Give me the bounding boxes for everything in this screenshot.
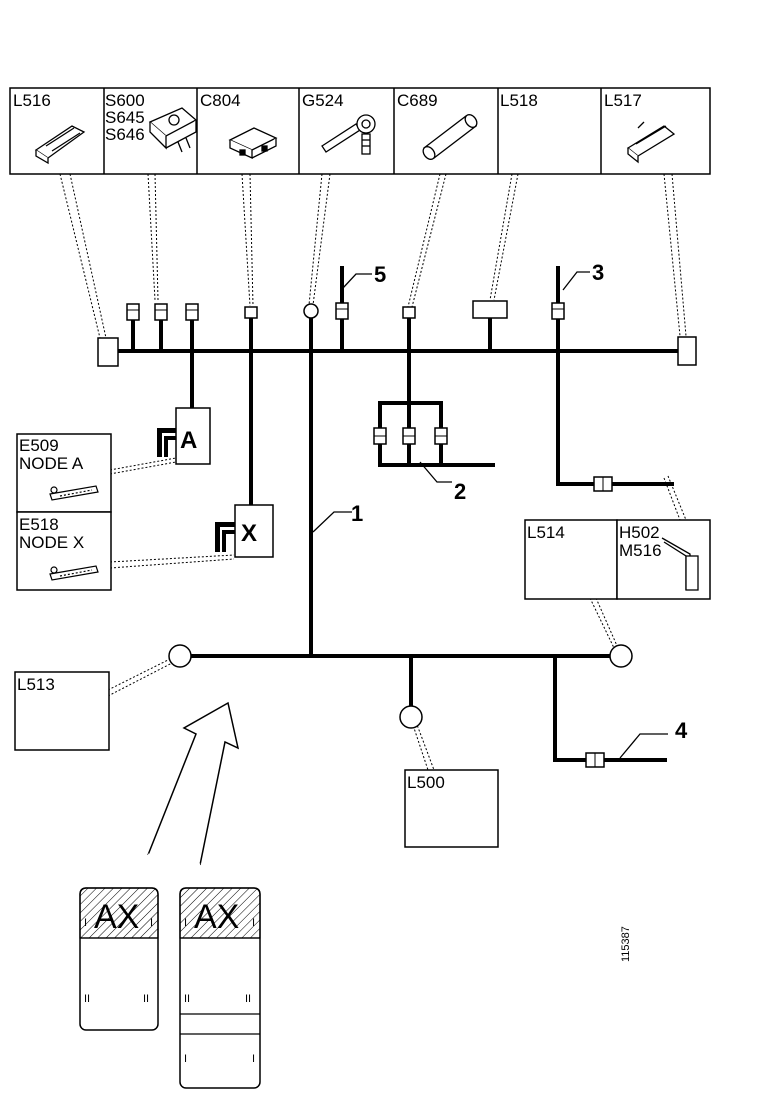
truck-view-2-roman-mid-right: II bbox=[245, 993, 251, 1005]
harness-wires bbox=[116, 266, 680, 762]
view-direction-arrow bbox=[147, 701, 240, 867]
truck-view-2-roman-rear-left: I bbox=[184, 1053, 187, 1065]
truck-view-1: AX I I II II bbox=[79, 887, 159, 1031]
truck-view-1-roman-rear-left: II bbox=[84, 993, 90, 1005]
connector-block-l516 bbox=[97, 337, 119, 367]
component-label-m516: M516 bbox=[619, 541, 662, 560]
branch-number-3: 3 bbox=[592, 260, 604, 285]
node-e518-code: E518 bbox=[19, 515, 59, 534]
truck-view-2: AX I I II II I I bbox=[179, 887, 261, 1089]
branch-number-callouts bbox=[312, 271, 668, 759]
truck-view-1-roman-front-left: I bbox=[84, 917, 87, 929]
switch-sketch-s600-icon bbox=[148, 107, 198, 153]
component-label-s646: S646 bbox=[105, 125, 145, 144]
branch-number-5: 5 bbox=[374, 262, 386, 287]
ground-eyelet-l514 bbox=[609, 644, 633, 668]
truck-view-1-roman-front-right: I bbox=[150, 917, 153, 929]
truck-view-1-roman-rear-right: II bbox=[143, 993, 149, 1005]
ground-point-g524 bbox=[303, 303, 319, 319]
node-e518-name: NODE X bbox=[19, 533, 84, 552]
node-marker-x-letter: X bbox=[241, 520, 257, 547]
component-label-l518: L518 bbox=[500, 91, 538, 110]
branch-number-1: 1 bbox=[351, 501, 363, 526]
component-label-l516: L516 bbox=[13, 91, 51, 110]
truck-view-2-roman-rear-right: I bbox=[252, 1053, 255, 1065]
splice-sleeve-c689-icon bbox=[422, 114, 478, 160]
node-marker-a-letter: A bbox=[180, 427, 197, 454]
top-component-strip bbox=[9, 87, 711, 175]
connector-sketch-c804-icon bbox=[228, 127, 278, 160]
component-label-s645: S645 bbox=[105, 108, 145, 127]
truck-view-2-tag: AX bbox=[194, 898, 239, 936]
branch-number-4: 4 bbox=[675, 718, 688, 743]
branch-number-2: 2 bbox=[454, 479, 466, 504]
node-marker-x: X bbox=[215, 504, 274, 558]
lower-component-boxes bbox=[14, 671, 499, 848]
drawing-id: 115387 bbox=[620, 926, 632, 962]
component-box-l513 bbox=[14, 671, 110, 751]
component-label-g524: G524 bbox=[302, 91, 344, 110]
component-box-l514 bbox=[524, 519, 618, 600]
component-label-c804: C804 bbox=[200, 91, 241, 110]
node-module-e509-icon bbox=[49, 485, 99, 501]
connector-sketch-l516-icon bbox=[34, 125, 86, 165]
ground-eyelet-l500 bbox=[399, 705, 423, 729]
truck-view-2-roman-front-left: I bbox=[184, 917, 187, 929]
component-label-l517: L517 bbox=[604, 91, 642, 110]
component-box-l500 bbox=[404, 769, 499, 848]
connector-block-l517 bbox=[677, 336, 697, 366]
node-module-e518-icon bbox=[49, 565, 99, 581]
component-label-l514: L514 bbox=[527, 523, 565, 542]
node-boxes bbox=[16, 433, 112, 591]
node-e509-name: NODE A bbox=[19, 454, 84, 473]
component-label-h502: H502 bbox=[619, 523, 660, 542]
node-e509-code: E509 bbox=[19, 436, 59, 455]
truck-view-1-tag: AX bbox=[94, 898, 139, 936]
component-label-s600: S600 bbox=[105, 91, 145, 110]
truck-view-2-roman-front-right: I bbox=[252, 917, 255, 929]
lamp-sketch-h502-icon bbox=[661, 537, 699, 591]
ground-eyelet-l513 bbox=[168, 644, 192, 668]
connector-details bbox=[127, 308, 604, 767]
connector-sketch-l517-icon bbox=[626, 121, 676, 164]
ground-bolt-g524-icon bbox=[321, 114, 376, 155]
component-label-c689: C689 bbox=[397, 91, 438, 110]
truck-view-2-roman-mid-left: II bbox=[184, 993, 190, 1005]
harness-connectors bbox=[97, 300, 697, 768]
callout-leaders bbox=[59, 173, 687, 771]
component-label-l500: L500 bbox=[407, 773, 445, 792]
component-label-l513: L513 bbox=[17, 675, 55, 694]
node-marker-a: A bbox=[157, 407, 211, 465]
